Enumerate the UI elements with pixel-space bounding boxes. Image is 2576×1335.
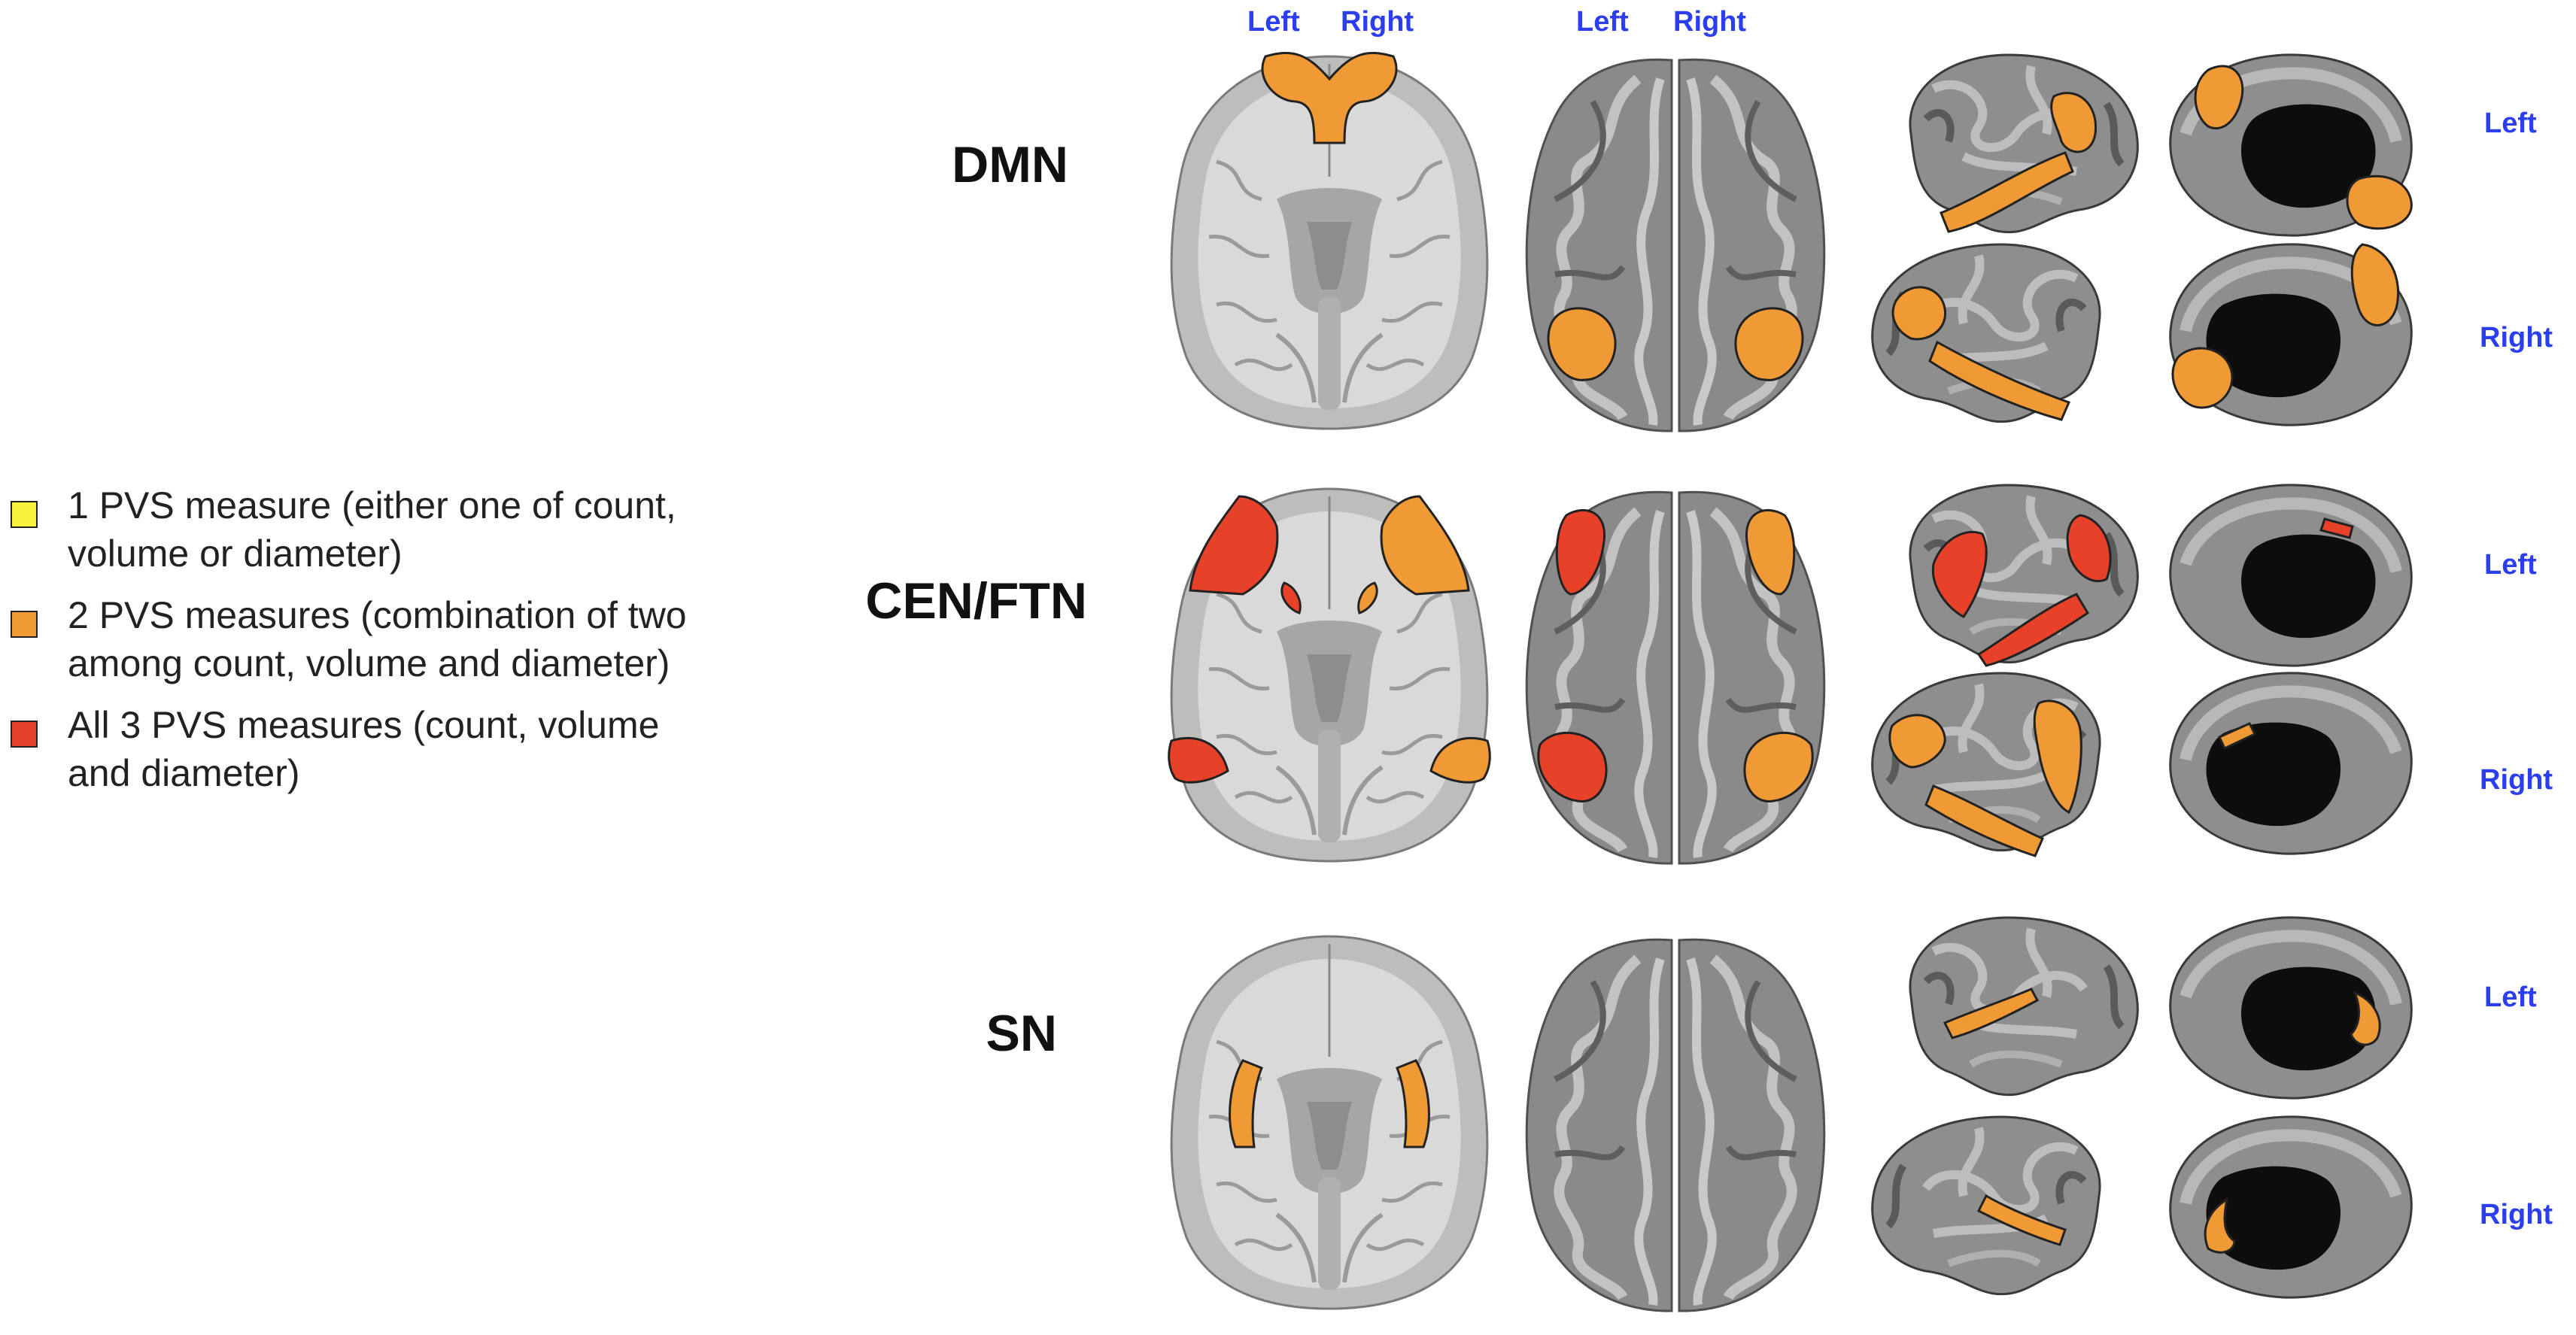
dmn-medial-left [2155,44,2419,239]
sn-lateral-left-insula [1943,988,2040,1039]
cen-axial-right-dlpfc [1380,495,1470,596]
dmn-lateral-right-angular [1891,286,1946,341]
dmn-lateral-left-angular [2050,92,2098,153]
legend-line: 1 PVS measure (either one of count, [68,484,676,526]
dmn-dorsal-left-parietal [1547,307,1617,381]
sn-axial-left-insula [1229,1059,1263,1148]
legend: 1 PVS measure (either one of count, volu… [11,481,793,811]
lateral-right-label-cen: Right [2480,764,2553,796]
sn-lateral-right [1866,1106,2129,1301]
sn-medial-left [2155,906,2419,1102]
lateral-left-label-dmn: Left [2484,108,2537,139]
cen-lateral-left-parietal [2066,514,2112,582]
lateral-right-label-sn: Right [2480,1199,2553,1230]
legend-line: and diameter) [68,752,300,794]
dmn-medial-right-mpfc [2171,347,2234,409]
cen-medial-left-cingulate [2319,517,2354,539]
dmn-medial-right-precuneus [2350,243,2400,326]
legend-swatch-yellow [11,501,38,528]
legend-swatch-red [11,721,38,748]
dmn-medial-right [2163,233,2426,429]
cen-axial-right-parietal [1429,736,1491,784]
sn-lateral-left [1881,906,2144,1102]
cen-axial-slice [1168,481,1491,865]
cen-lateral-right-parietal [1888,714,1946,769]
cen-lateral-left [1881,474,2144,667]
cen-medial-left [2155,474,2419,669]
cen-dorsal-left-parietal [1537,732,1608,803]
sn-dorsal-view [1510,929,1841,1320]
dmn-lateral-right-temporal [1928,340,2071,421]
legend-swatch-orange [11,611,38,638]
dmn-lateral-left-temporal [1940,151,2074,233]
sn-axial-slice [1164,929,1495,1312]
sn-medial-left-acc [2350,991,2381,1046]
cen-medial-right [2163,662,2426,857]
cen-dorsal-view [1510,481,1841,872]
dmn-dorsal-view [1510,49,1841,440]
network-label-dmn: DMN [952,136,1068,193]
cen-lateral-right [1866,662,2129,857]
legend-line: among count, volume and diameter) [68,642,670,684]
legend-text: 1 PVS measure (either one of count, volu… [68,481,676,578]
network-label-cen-ftn: CEN/FTN [865,572,1087,630]
legend-item-2-measures: 2 PVS measures (combination of two among… [11,591,793,687]
cen-medial-right-cingulate [2217,722,2257,751]
cen-lateral-right-temporal [1924,784,2044,857]
dmn-medial-left-precuneus [2194,65,2244,130]
legend-item-1-measure: 1 PVS measure (either one of count, volu… [11,481,793,578]
cen-axial-left-dlpfc [1189,495,1279,596]
axial-left-header: Left [1247,6,1300,38]
cen-dorsal-right-parietal [1743,732,1814,803]
legend-line: volume or diameter) [68,532,402,575]
legend-line: All 3 PVS measures (count, volume [68,704,660,746]
cen-dorsal-left-frontal [1555,508,1606,596]
legend-text: All 3 PVS measures (count, volume and di… [68,701,659,797]
lateral-right-label-dmn: Right [2480,322,2553,353]
cen-axial-left-inner [1280,581,1302,614]
cen-lateral-left-temporal [1976,593,2090,667]
dmn-lateral-left [1881,44,2144,239]
sn-lateral-right-insula [1976,1194,2067,1246]
legend-item-3-measures: All 3 PVS measures (count, volume and di… [11,701,793,797]
network-label-sn: SN [986,1005,1057,1062]
legend-line: 2 PVS measures (combination of two [68,594,687,636]
lateral-left-label-sn: Left [2484,982,2537,1013]
dmn-axial-slice [1164,51,1495,432]
dmn-lateral-right [1866,233,2129,429]
dorsal-right-header: Right [1673,6,1747,38]
cen-axial-right-inner [1357,581,1378,614]
dorsal-left-header: Left [1576,6,1629,38]
cen-lateral-right-frontal [2033,699,2082,815]
cen-axial-left-parietal [1168,736,1229,784]
cen-lateral-left-frontal [1931,530,1988,618]
sn-medial-right [2163,1106,2426,1301]
sn-axial-right-insula [1396,1059,1430,1148]
dmn-medial-left-mpfc [2346,174,2413,230]
axial-right-header: Right [1341,6,1414,38]
sn-medial-right-acc [2204,1197,2236,1254]
dmn-axial-frontal-region [1261,51,1398,144]
dmn-dorsal-right-parietal [1734,307,1804,381]
legend-text: 2 PVS measures (combination of two among… [68,591,687,687]
lateral-left-label-cen: Left [2484,549,2537,581]
cen-dorsal-right-frontal [1745,508,1796,596]
